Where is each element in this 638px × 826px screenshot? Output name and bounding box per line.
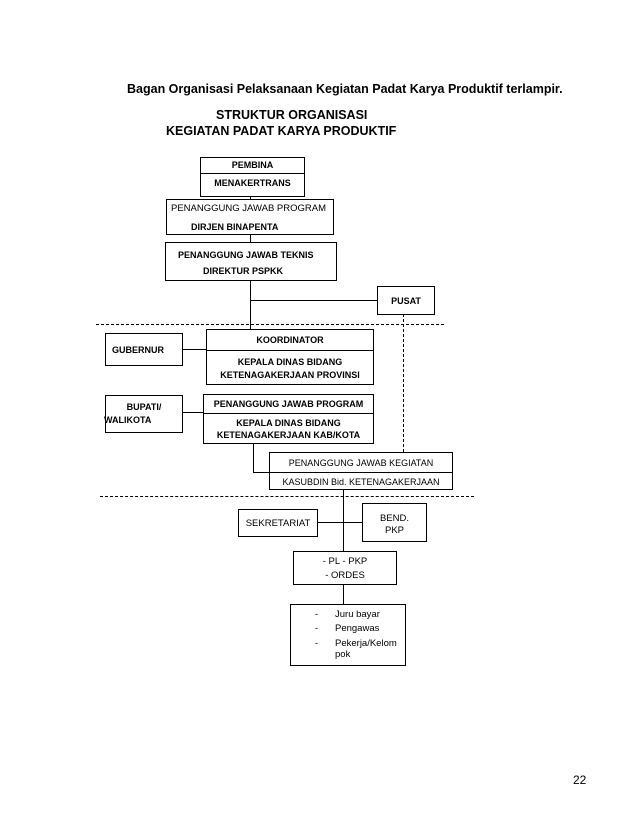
- connector: [183, 412, 203, 413]
- chart-title-line2: KEGIATAN PADAT KARYA PRODUKTIF: [166, 124, 397, 138]
- box-bupati: BUPATI/ WALIKOTA: [104, 395, 183, 433]
- box-pembina: PEMBINA MENAKERTRANS: [200, 157, 305, 197]
- ordes-item: - ORDES: [325, 570, 365, 581]
- pj-kegiatan-role: PENANGGUNG JAWAB KEGIATAN: [288, 458, 434, 468]
- connector: [250, 300, 251, 332]
- connector: [183, 349, 206, 350]
- gubernur-label: GUBERNUR: [112, 345, 165, 355]
- box-bendahara: BEND. PKP: [362, 503, 427, 542]
- box-pusat: PUSAT: [377, 286, 435, 315]
- pengawas-item: Pengawas: [335, 623, 380, 634]
- juru-bayar-item: Juru bayar: [335, 609, 380, 620]
- connector: [250, 281, 251, 300]
- koordinator-name-line1: KEPALA DINAS BIDANG: [237, 357, 343, 367]
- pj-program-kab-name-line2: KETENAGAKERJAAN KAB/KOTA: [216, 430, 361, 440]
- bupati-label-line2: WALIKOTA: [104, 415, 152, 425]
- koordinator-name-line2: KETENAGAKERJAAN PROVINSI: [220, 370, 360, 380]
- box-gubernur: GUBERNUR: [105, 333, 183, 366]
- connector: [253, 444, 254, 472]
- bullet: -: [315, 623, 319, 634]
- pj-teknis-role: PENANGGUNG JAWAB TEKNIS: [178, 250, 314, 260]
- pj-teknis-name: DIREKTUR PSPKK: [203, 266, 284, 276]
- connector: [250, 300, 377, 301]
- bupati-label-line1: BUPATI/: [126, 402, 162, 412]
- box-pl-pkp: - PL - PKP - ORDES: [293, 551, 397, 585]
- box-pj-kegiatan: PENANGGUNG JAWAB KEGIATAN KASUBDIN Bid. …: [269, 452, 453, 490]
- box-koordinator: KOORDINATOR KEPALA DINAS BIDANG KETENAGA…: [206, 329, 374, 385]
- dashed-connector: [403, 314, 404, 452]
- sekretariat-label: SEKRETARIAT: [245, 518, 311, 529]
- pekerja-item-line1: Pekerja/Kelom: [335, 638, 397, 649]
- pj-program-kab-name-line1: KEPALA DINAS BIDANG: [236, 418, 341, 428]
- connector: [250, 235, 251, 242]
- bullet: -: [315, 638, 319, 649]
- connector: [318, 522, 362, 523]
- bullet: -: [315, 609, 319, 620]
- connector: [343, 585, 344, 605]
- box-pj-program-kab: PENANGGUNG JAWAB PROGRAM KEPALA DINAS BI…: [203, 394, 374, 444]
- connector: [343, 490, 344, 551]
- level-separator: [96, 324, 444, 325]
- box-sekretariat: SEKRETARIAT: [238, 509, 318, 537]
- pj-program-kab-role: PENANGGUNG JAWAB PROGRAM: [213, 399, 364, 409]
- pembina-role: PEMBINA: [231, 160, 274, 170]
- level-separator: [100, 496, 474, 497]
- box-pj-teknis: PENANGGUNG JAWAB TEKNIS DIREKTUR PSPKK: [165, 242, 337, 281]
- pekerja-item-line2: pok: [335, 649, 351, 660]
- pj-program-name: DIRJEN BINAPENTA: [191, 222, 279, 232]
- connector: [253, 472, 269, 473]
- pj-program-role: PENANGGUNG JAWAB PROGRAM: [171, 203, 327, 214]
- bend-label-line2: PKP: [384, 525, 404, 536]
- pembina-name: MENAKERTRANS: [214, 178, 291, 188]
- bend-label-line1: BEND.: [379, 513, 410, 524]
- pl-pkp-item: - PL - PKP: [322, 556, 368, 567]
- box-pj-program: PENANGGUNG JAWAB PROGRAM DIRJEN BINAPENT…: [166, 199, 334, 235]
- pusat-label: PUSAT: [391, 296, 421, 306]
- intro-text: Bagan Organisasi Pelaksanaan Kegiatan Pa…: [127, 82, 563, 96]
- pj-kegiatan-name: KASUBDIN Bid. KETENAGAKERJAAN: [282, 477, 440, 487]
- page-number: 22: [573, 773, 587, 787]
- koordinator-role: KOORDINATOR: [256, 335, 324, 345]
- box-pelaksana: - Juru bayar - Pengawas - Pekerja/Kelom …: [290, 604, 406, 666]
